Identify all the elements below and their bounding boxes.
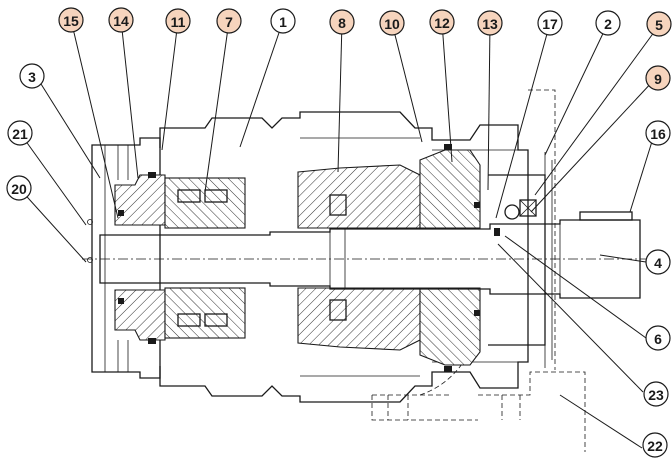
callout-circle xyxy=(6,175,32,201)
callout-circle xyxy=(642,432,668,458)
callout-circle xyxy=(270,8,296,34)
callout-label: 12 xyxy=(434,15,450,31)
callout-label: 3 xyxy=(28,69,36,85)
rear-cover xyxy=(91,137,161,379)
callout-20: 20 xyxy=(6,175,32,201)
callout-circle xyxy=(329,9,355,35)
callout-16: 16 xyxy=(645,120,671,146)
callout-circle xyxy=(216,8,242,34)
callout-label: 14 xyxy=(113,13,129,29)
callout-label: 6 xyxy=(654,331,662,347)
callout-label: 10 xyxy=(384,16,400,32)
callout-9: 9 xyxy=(645,65,671,91)
callout-22: 22 xyxy=(642,432,668,458)
callout-7: 7 xyxy=(216,8,242,34)
front-cartridge xyxy=(297,144,481,372)
callout-circle xyxy=(429,9,455,35)
callout-14: 14 xyxy=(108,7,134,33)
callout-6: 6 xyxy=(645,325,671,351)
callout-label: 5 xyxy=(655,17,663,33)
callout-label: 8 xyxy=(338,15,346,31)
callout-label: 21 xyxy=(12,126,28,142)
front-cover xyxy=(488,152,553,368)
callout-circle xyxy=(108,7,134,33)
callout-circle xyxy=(645,65,671,91)
cover-bolts xyxy=(87,219,93,263)
callout-circle xyxy=(379,10,405,36)
callout-label: 4 xyxy=(654,255,662,271)
callout-label: 9 xyxy=(654,71,662,87)
callout-label: 7 xyxy=(225,14,233,30)
callout-label: 11 xyxy=(171,14,186,30)
callout-23: 23 xyxy=(643,381,669,407)
foot-bracket xyxy=(371,89,586,452)
callout-label: 23 xyxy=(648,387,664,403)
rear-cartridge xyxy=(114,172,246,344)
callout-circle xyxy=(477,10,503,36)
callout-label: 1 xyxy=(279,14,287,30)
callout-label: 17 xyxy=(542,16,558,32)
callout-circle xyxy=(19,63,45,89)
callout-label: 16 xyxy=(650,126,666,142)
callout-circle xyxy=(645,249,671,275)
callout-label: 13 xyxy=(482,16,498,32)
callout-label: 2 xyxy=(604,16,612,32)
callout-13: 13 xyxy=(477,10,503,36)
callout-17: 17 xyxy=(537,10,563,36)
callout-1: 1 xyxy=(270,8,296,34)
callout-label: 20 xyxy=(11,181,27,197)
leader-lines xyxy=(18,19,661,449)
callout-label: 15 xyxy=(63,13,79,29)
callout-21: 21 xyxy=(7,120,33,146)
callout-4: 4 xyxy=(645,249,671,275)
callout-15: 15 xyxy=(58,7,84,33)
callout-11: 11 xyxy=(165,8,191,34)
callout-label: 22 xyxy=(647,438,663,454)
callout-circle xyxy=(646,11,672,37)
callout-circle xyxy=(645,325,671,351)
callout-circle xyxy=(645,120,671,146)
callout-circle xyxy=(165,8,191,34)
callout-3: 3 xyxy=(19,63,45,89)
callout-2: 2 xyxy=(595,10,621,36)
callout-circle xyxy=(7,120,33,146)
callout-10: 10 xyxy=(379,10,405,36)
callout-circle xyxy=(58,7,84,33)
callout-circle xyxy=(595,10,621,36)
callout-8: 8 xyxy=(329,9,355,35)
callout-circle xyxy=(537,10,563,36)
callout-5: 5 xyxy=(646,11,672,37)
callout-circle xyxy=(643,381,669,407)
callout-12: 12 xyxy=(429,9,455,35)
